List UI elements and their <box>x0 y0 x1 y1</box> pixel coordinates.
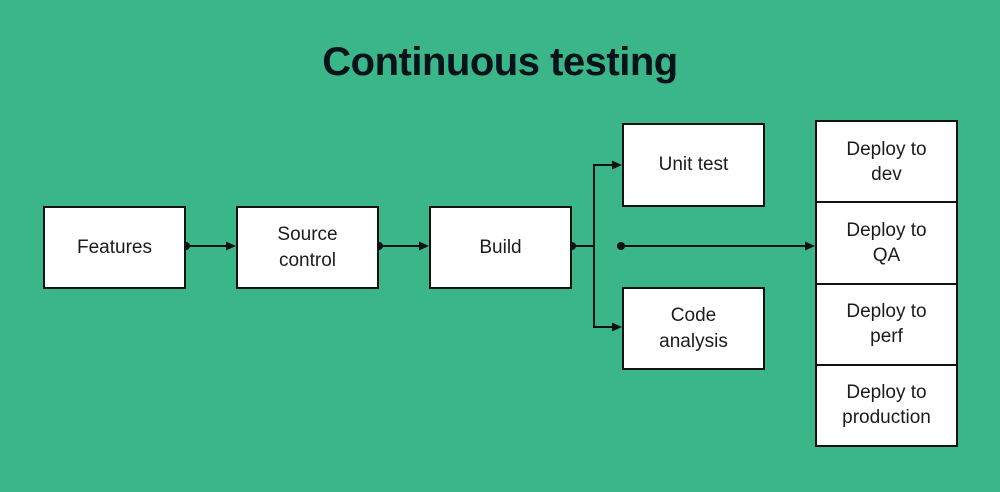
stack-cell-deploy-production[interactable]: Deploy to production <box>817 366 956 445</box>
stack-cell-label: Deploy to dev <box>846 138 927 185</box>
node-code-analysis[interactable]: Code analysis <box>622 287 765 370</box>
node-label: Features <box>77 236 152 258</box>
stack-cell-deploy-qa[interactable]: Deploy to QA <box>817 203 956 285</box>
stack-cell-deploy-dev[interactable]: Deploy to dev <box>817 122 956 204</box>
edge-branch-to-unit-test <box>593 160 622 246</box>
stack-cell-deploy-perf[interactable]: Deploy to perf <box>817 285 956 366</box>
edge-features-to-source-control <box>182 241 236 251</box>
stack-cell-label: Deploy to QA <box>846 219 927 266</box>
node-label: Unit test <box>658 154 729 176</box>
node-label: Code analysis <box>659 305 728 352</box>
page-title: Continuous testing <box>322 40 678 84</box>
node-features[interactable]: Features <box>43 206 186 289</box>
edge-source-control-to-build <box>375 241 429 251</box>
node-label: Build <box>479 236 522 258</box>
deploy-stack: Deploy to dev Deploy to QA Deploy to per… <box>815 120 958 447</box>
stack-cell-label: Deploy to production <box>842 382 931 429</box>
stack-cell-label: Deploy to perf <box>846 301 927 348</box>
node-source-control[interactable]: Source control <box>236 206 379 289</box>
node-build[interactable]: Build <box>429 206 572 289</box>
edge-branch-to-code-analysis <box>593 246 622 332</box>
node-unit-test[interactable]: Unit test <box>622 123 765 207</box>
node-label: Source control <box>277 224 338 271</box>
edge-build-to-deploy-qa <box>617 241 815 251</box>
